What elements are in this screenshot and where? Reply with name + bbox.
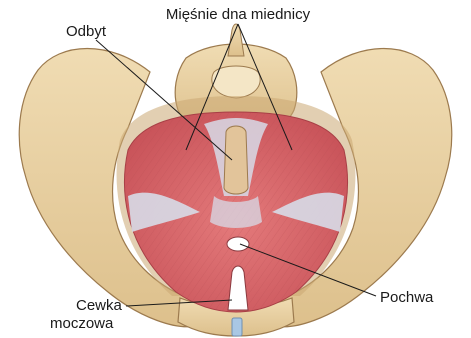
label-anus: Odbyt xyxy=(66,23,107,40)
label-urethra-line2: moczowa xyxy=(50,315,114,332)
anal-canal xyxy=(224,126,248,194)
vaginal-opening xyxy=(227,237,249,251)
pubic-symphysis xyxy=(232,318,242,336)
label-vagina: Pochwa xyxy=(380,289,434,306)
label-urethra-line1: Cewka xyxy=(76,297,123,314)
label-pelvic-floor-muscles: Mięśnie dna miednicy xyxy=(166,6,311,23)
